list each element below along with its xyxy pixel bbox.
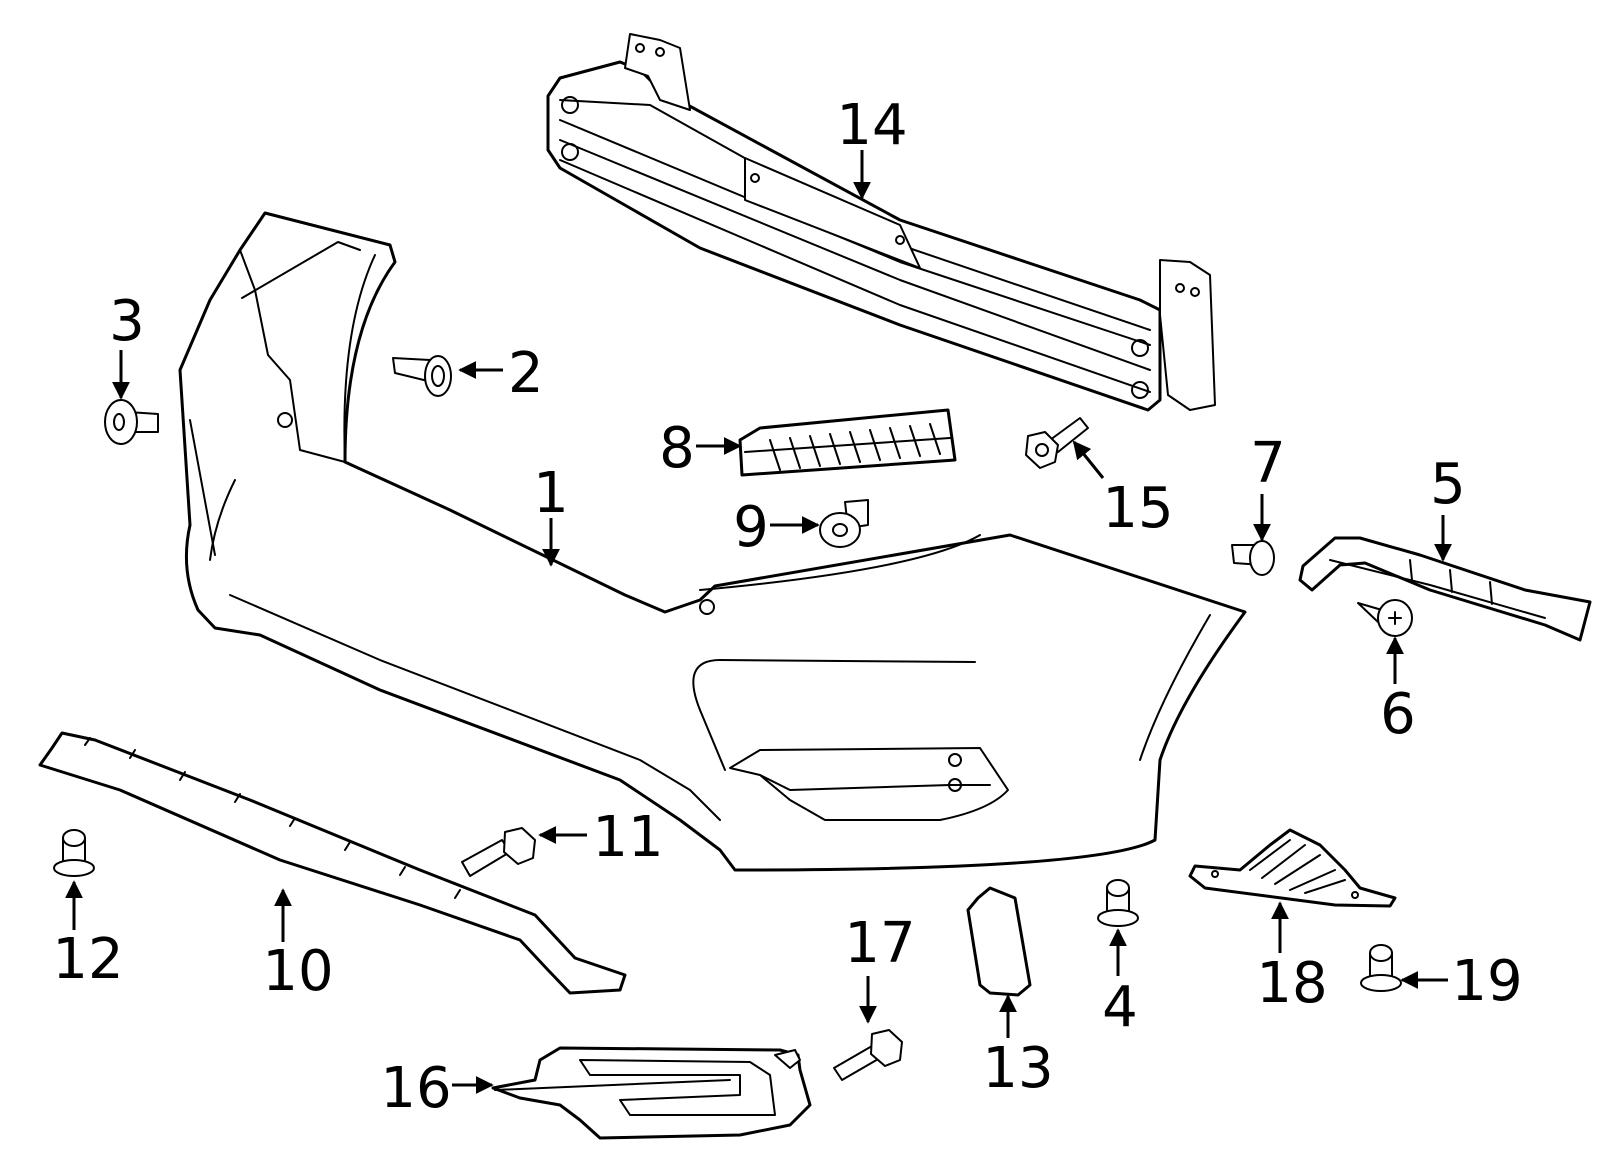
callout-7: 7 [1250, 431, 1286, 496]
callout-9: 9 [733, 495, 769, 560]
callout-3: 3 [109, 289, 145, 354]
clip-7[interactable] [1231, 540, 1275, 576]
push-pin-19[interactable] [1360, 944, 1402, 992]
callout-10: 10 [262, 939, 333, 1004]
callout-5: 5 [1430, 452, 1466, 517]
callout-16: 16 [380, 1056, 451, 1121]
callout-19: 19 [1451, 949, 1522, 1014]
bolt-15[interactable] [1025, 417, 1089, 469]
callout-13: 13 [982, 1036, 1053, 1101]
bumper-cover[interactable] [178, 211, 1247, 872]
side-retainer-5[interactable] [1298, 536, 1592, 642]
bumper-reinforcement-beam[interactable] [546, 33, 1216, 412]
callout-2: 2 [508, 341, 544, 406]
callout-17: 17 [844, 911, 915, 976]
bracket-8[interactable] [738, 408, 957, 477]
callout-11: 11 [592, 805, 663, 870]
bracket-18[interactable] [1188, 828, 1397, 908]
cover-13[interactable] [966, 886, 1032, 997]
callout-12: 12 [52, 927, 123, 992]
bezel-16[interactable] [491, 1046, 812, 1140]
callout-6: 6 [1380, 682, 1416, 747]
grommet-3[interactable] [104, 399, 159, 445]
callout-14: 14 [836, 93, 907, 158]
callout-15: 15 [1102, 476, 1173, 541]
push-pin-4[interactable] [1097, 879, 1139, 927]
callout-4: 4 [1102, 975, 1138, 1040]
leader-lines [65, 150, 1452, 1094]
callout-labels: 1 2 3 4 5 6 7 8 9 10 11 12 13 14 15 16 1… [52, 93, 1522, 1121]
callout-8: 8 [659, 416, 695, 481]
clip-9[interactable] [819, 499, 869, 548]
lower-molding-10[interactable] [38, 731, 627, 995]
callout-18: 18 [1256, 951, 1327, 1016]
bolt-11[interactable] [461, 827, 536, 877]
screw-2[interactable] [392, 355, 452, 397]
callout-1: 1 [533, 461, 569, 526]
push-pin-12[interactable] [53, 829, 95, 877]
screw-6[interactable] [1357, 599, 1413, 637]
bolt-17[interactable] [833, 1029, 903, 1081]
